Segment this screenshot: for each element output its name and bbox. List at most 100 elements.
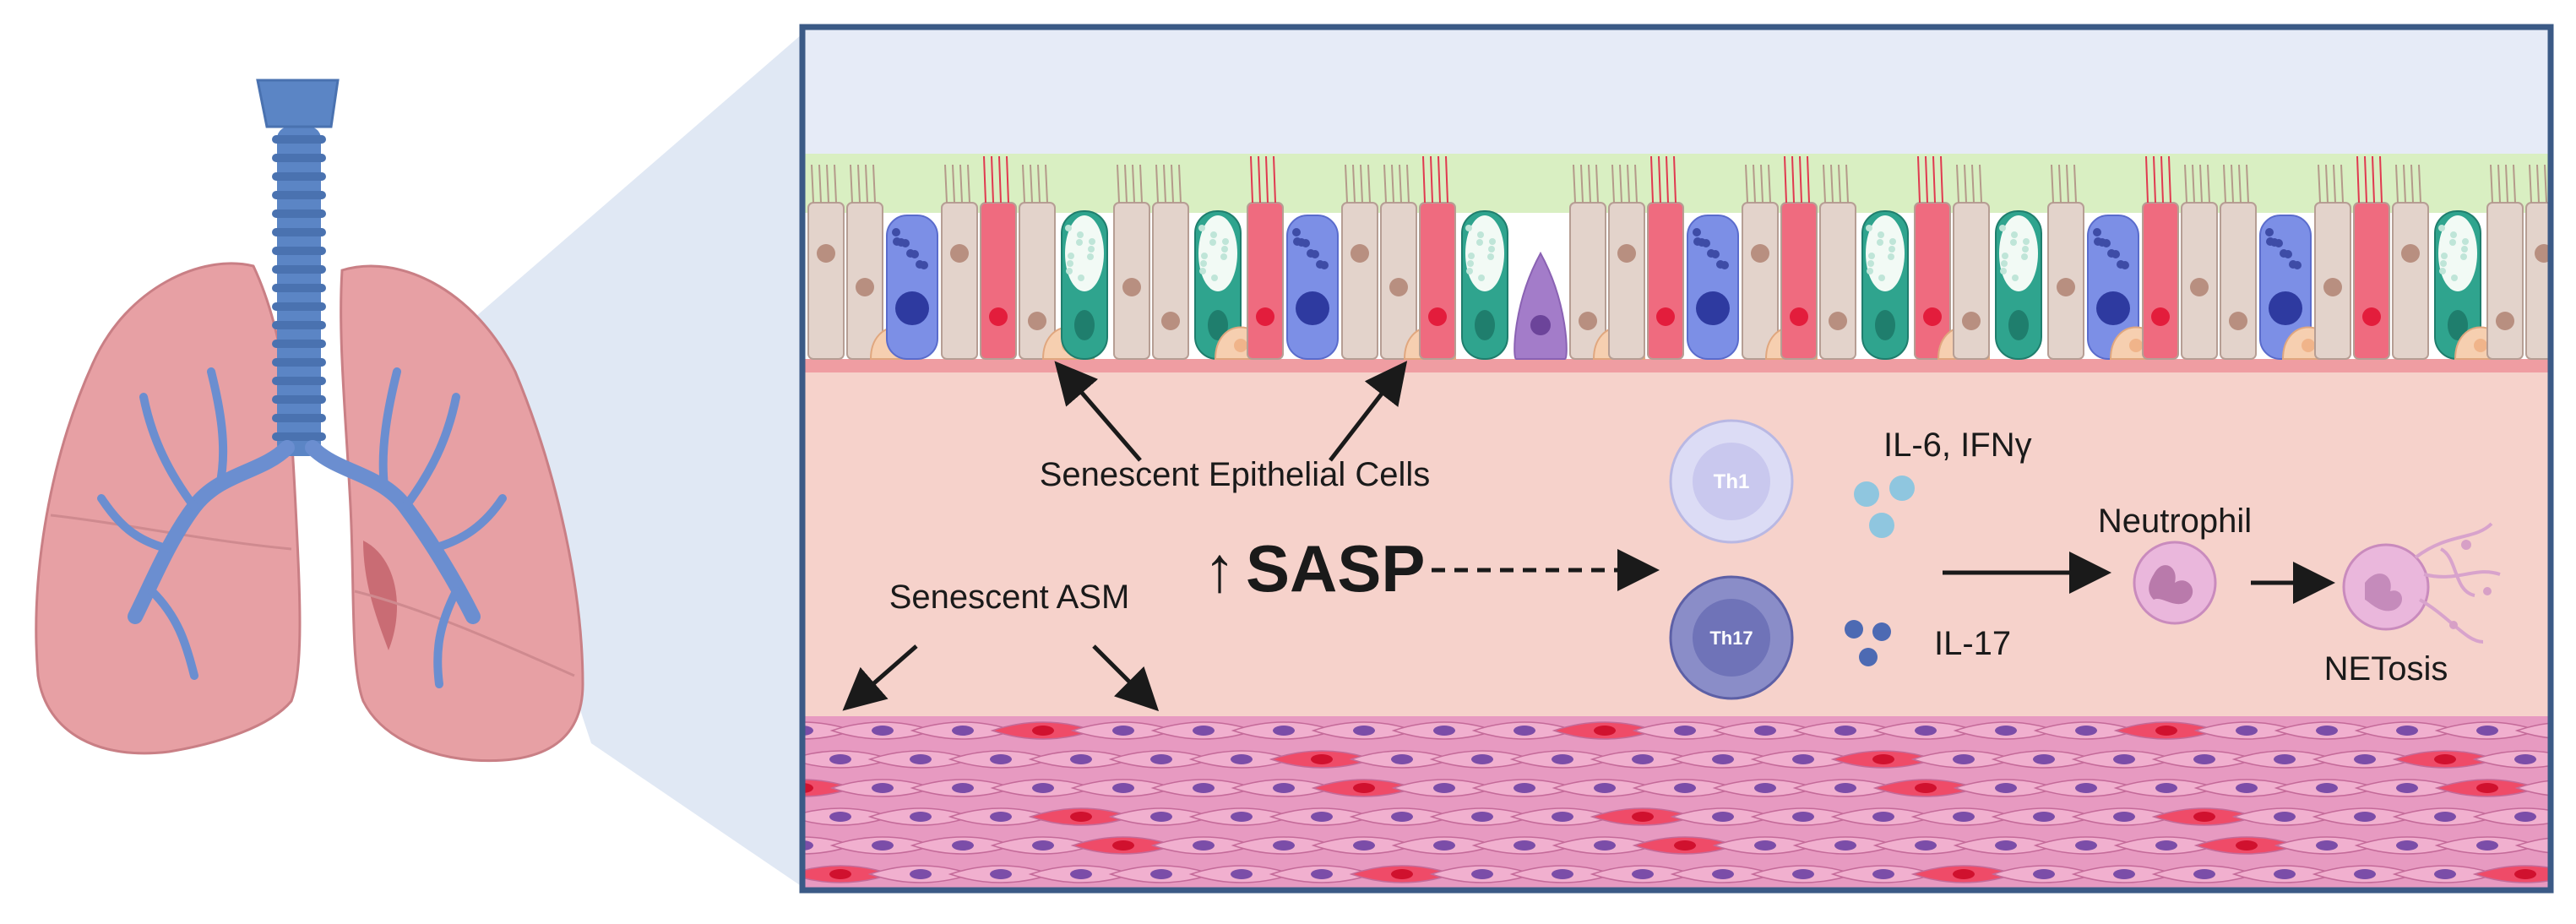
smooth-muscle-cell <box>948 865 1054 883</box>
trachea-ring <box>272 228 326 236</box>
smooth-muscle-cell <box>910 836 1016 855</box>
left-lung <box>35 262 302 755</box>
goblet-cell <box>1861 210 1909 360</box>
th1-label: Th1 <box>1714 470 1750 493</box>
ciliated-cell <box>1569 164 1606 360</box>
ciliated-cell <box>1608 164 1645 360</box>
th1-cell: Th1 <box>1669 419 1794 544</box>
goblet-cell <box>1461 210 1508 360</box>
submucosa <box>802 363 2551 726</box>
left-bronchi-branches <box>97 367 228 680</box>
smooth-muscle-cell <box>1792 836 1899 855</box>
right-lung <box>340 264 584 763</box>
label-senescent-asm: Senescent ASM <box>889 579 1130 616</box>
label-senescent-epithelial: Senescent Epithelial Cells <box>1040 456 1430 493</box>
smooth-muscle-cell <box>1070 721 1177 740</box>
smooth-muscle-cell <box>1349 865 1455 883</box>
trachea-ring <box>272 284 326 292</box>
smooth-muscle-cell <box>829 779 936 797</box>
zoom-cone <box>456 34 802 887</box>
trachea-ring <box>272 302 326 311</box>
smooth-muscle-cell <box>2434 779 2541 797</box>
smooth-muscle-cell <box>2113 779 2220 797</box>
smooth-muscle-cell <box>1311 836 1417 855</box>
smooth-muscle-cell <box>1391 836 1497 855</box>
ciliated-cell <box>1341 164 1378 360</box>
sasp-up-arrow: ↑ <box>1204 534 1236 606</box>
neuroendocrine-cell <box>1514 251 1568 360</box>
airway-wall-panel <box>802 27 2551 890</box>
goblet-cell <box>1995 210 2042 360</box>
basement-membrane <box>802 359 2551 372</box>
smooth-muscle-cell <box>1070 836 1177 855</box>
ciliated-cell <box>2181 164 2218 360</box>
smooth-muscle-cell <box>1830 865 1937 883</box>
trachea-ring <box>272 432 326 441</box>
trachea-ring <box>272 247 326 255</box>
trachea-ring <box>272 209 326 218</box>
senescent-epithelial-cell <box>2142 155 2179 360</box>
senescent-epithelial-cell <box>2353 155 2390 360</box>
smooth-muscle-cell <box>1872 836 1979 855</box>
smooth-muscle-cell <box>1590 750 1696 769</box>
smooth-muscle-cell <box>2151 750 2258 769</box>
senescent-epithelial-cell <box>1647 155 1684 360</box>
il6-ifng-cytokines <box>1854 476 1915 538</box>
ciliated-cell <box>941 164 978 360</box>
smooth-muscle-cell <box>1188 865 1295 883</box>
ciliated-cell <box>2220 164 2257 360</box>
ciliated-cell <box>1819 164 1856 360</box>
club-cell <box>2087 215 2139 360</box>
smooth-muscle-cell <box>1670 865 1776 883</box>
smooth-muscle-cell <box>990 721 1096 740</box>
ciliated-cell <box>1380 164 1417 360</box>
smooth-muscle-cell <box>990 779 1096 797</box>
trachea-ring <box>272 340 326 348</box>
smooth-muscle-cell <box>2472 865 2551 883</box>
smooth-muscle-cell <box>2354 836 2460 855</box>
goblet-cell <box>2434 210 2481 360</box>
ciliated-cell <box>2047 164 2084 360</box>
smooth-muscle-cell <box>2033 836 2139 855</box>
label-neutrophil: Neutrophil <box>2098 503 2252 540</box>
senescent-epithelial-cell <box>1780 155 1818 360</box>
right-bronchi-branches <box>378 367 507 688</box>
trachea-ring <box>272 135 326 144</box>
senescent-epithelial-cell <box>1247 155 1284 360</box>
right-lung-shadow <box>363 541 397 650</box>
netosis-cell <box>2342 522 2501 644</box>
smooth-muscle-cell <box>829 836 936 855</box>
smooth-muscle-cell <box>1150 721 1257 740</box>
ciliated-cell <box>1019 164 1056 360</box>
panel-border <box>799 24 2554 894</box>
smooth-muscle-cell <box>1910 750 2017 769</box>
label-netosis: NETosis <box>2324 650 2448 688</box>
smooth-muscle-cell <box>2193 721 2300 740</box>
smooth-muscle-cell <box>2071 865 2177 883</box>
ciliated-cell <box>1953 164 1990 360</box>
ciliated-cell <box>807 164 845 360</box>
smooth-muscle-cell <box>1552 836 1658 855</box>
smooth-muscle-cell <box>1991 807 2097 826</box>
arrow-epithelial-left <box>1054 361 1142 462</box>
smooth-muscle-cell <box>910 721 1016 740</box>
ciliated-cell <box>1742 164 1779 360</box>
smooth-muscle-cell <box>1231 836 1337 855</box>
il17-cytokines <box>1845 620 1891 666</box>
smooth-muscle-cell <box>2113 721 2220 740</box>
smooth-muscle-cell <box>2354 721 2460 740</box>
trachea-ring <box>272 321 326 329</box>
senescent-epithelial-cell <box>980 155 1017 360</box>
epithelium-layer <box>807 155 2551 360</box>
ciliated-cell <box>2525 164 2551 360</box>
smooth-muscle-cell <box>1830 750 1937 769</box>
smooth-muscle-cell <box>1632 779 1738 797</box>
smooth-muscle-cell <box>1188 750 1295 769</box>
club-cell <box>886 215 938 360</box>
smooth-muscle-cell <box>1188 807 1295 826</box>
smooth-muscle-cells <box>802 721 2551 883</box>
ciliated-cell <box>846 164 883 360</box>
right-lung-lobe-line <box>354 590 575 677</box>
goblet-cell <box>1061 210 1108 360</box>
